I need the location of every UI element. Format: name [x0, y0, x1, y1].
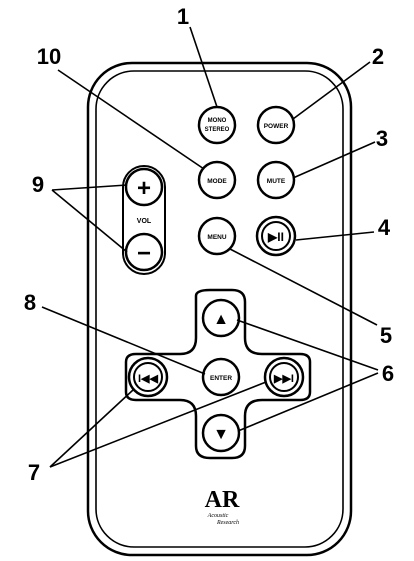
callout-5: 5 — [380, 323, 392, 348]
leader-line-6a — [236, 319, 379, 371]
mode-label: MODE — [207, 178, 227, 185]
menu-button[interactable] — [197, 216, 237, 256]
callout-10: 10 — [37, 44, 61, 69]
menu-label: MENU — [207, 234, 226, 241]
mono-stereo-label-line1: MONO — [208, 118, 227, 124]
power-button[interactable] — [256, 105, 296, 145]
callout-8: 8 — [24, 290, 36, 315]
enter-button[interactable] — [201, 357, 241, 397]
leader-line-8 — [41, 306, 206, 375]
leader-line-9a — [51, 184, 128, 191]
next-track-icon: ▶▶I — [273, 373, 294, 385]
down-arrow-icon: ▼ — [213, 426, 229, 443]
power-label: POWER — [264, 123, 289, 130]
volume-rocker[interactable] — [122, 165, 166, 275]
play-pause-button[interactable] — [255, 215, 297, 257]
play-pause-icon: ▶II — [267, 230, 284, 244]
remote-body-inner — [95, 70, 344, 548]
callout-7: 7 — [28, 460, 40, 485]
ar-logo-mark: AR — [205, 487, 240, 513]
leader-line-3 — [292, 141, 376, 179]
callout-3: 3 — [376, 126, 388, 151]
previous-track-button[interactable] — [127, 356, 169, 398]
leader-line-2 — [292, 61, 371, 120]
next-track-button[interactable] — [263, 356, 305, 398]
leader-line-1 — [189, 26, 218, 108]
leader-line-9b — [51, 189, 128, 253]
down-button[interactable] — [201, 413, 241, 453]
callout-1: 1 — [177, 4, 189, 29]
leader-line-6b — [237, 372, 379, 432]
up-arrow-icon: ▲ — [213, 311, 229, 328]
leader-lines — [41, 26, 379, 468]
leader-line-7a — [49, 389, 134, 468]
mono-stereo-label-line2: STEREO — [205, 127, 230, 133]
leader-line-10 — [57, 69, 205, 170]
mono-stereo-button[interactable] — [197, 105, 237, 145]
mute-label: MUTE — [267, 178, 286, 185]
mute-button[interactable] — [256, 160, 296, 200]
leader-line-5 — [229, 248, 378, 326]
callout-6: 6 — [382, 361, 394, 386]
dpad-outline — [124, 288, 312, 460]
callout-4: 4 — [378, 215, 391, 240]
leader-line-7b — [49, 381, 267, 468]
ar-logo-tagline-line2: Research — [216, 520, 239, 526]
callout-2: 2 — [372, 44, 384, 69]
callout-9: 9 — [32, 172, 44, 197]
previous-track-icon: I◀◀ — [138, 373, 159, 385]
enter-label: ENTER — [210, 375, 232, 382]
vol-label: VOL — [137, 218, 152, 225]
vol-minus-label: − — [137, 240, 151, 267]
vol-plus-label: + — [137, 175, 151, 202]
mode-button[interactable] — [197, 160, 237, 200]
up-button[interactable] — [201, 298, 241, 338]
leader-line-4 — [295, 231, 375, 241]
ar-logo-tagline-line1: Acoustic — [207, 513, 229, 519]
